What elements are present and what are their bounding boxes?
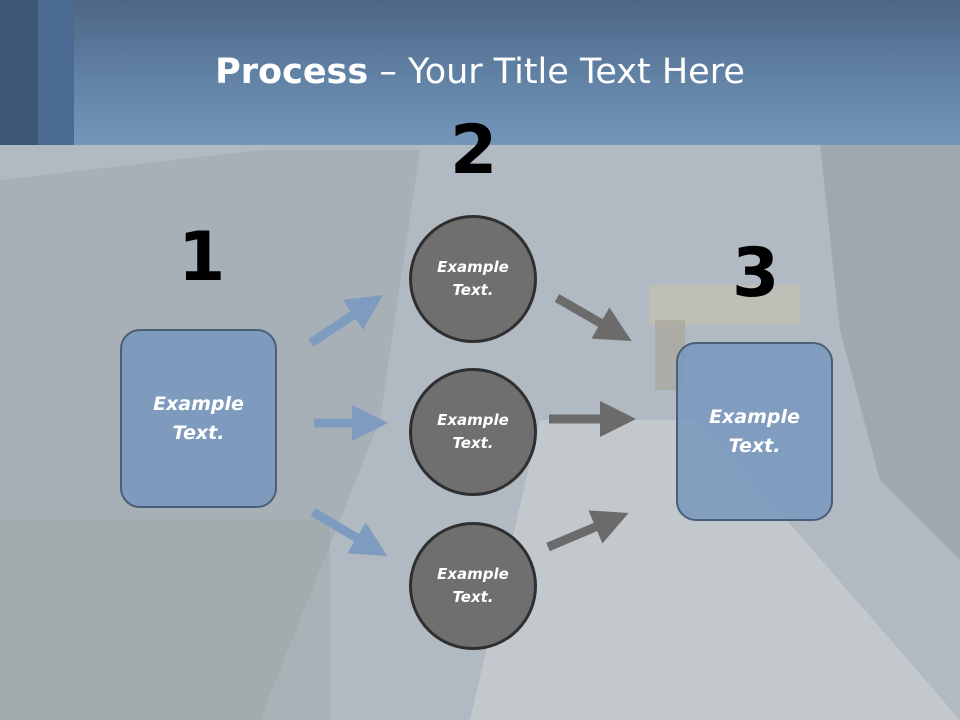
step-number-1: 1 (178, 218, 226, 297)
step-number-2: 2 (450, 111, 498, 190)
circle-label-line1: Example (437, 565, 509, 583)
circle-label-line2: Text. (452, 281, 494, 299)
circle-label-line1: Example (437, 411, 509, 429)
box-label-line2: Text. (172, 421, 225, 444)
slide-title: Process – Your Title Text Here (0, 52, 960, 92)
circle-label-line1: Example (437, 258, 509, 276)
box-label-line1: Example (709, 405, 800, 428)
arrow-up-blue (308, 295, 383, 347)
box-label-line1: Example (153, 392, 244, 415)
arrow-down-gray (554, 294, 632, 341)
header-accent-bar (38, 0, 74, 145)
circle-middle: Example Text. (409, 368, 537, 496)
box-label-line2: Text. (728, 434, 781, 457)
step-box-3: Example Text. (676, 342, 833, 521)
title-rest: – Your Title Text Here (368, 52, 745, 92)
header-accent-bar (0, 0, 38, 145)
step-box-1: Example Text. (120, 329, 277, 508)
circle-bottom: Example Text. (409, 522, 537, 650)
circle-label-line2: Text. (452, 588, 494, 606)
circle-top: Example Text. (409, 215, 537, 343)
arrow-up-gray (546, 510, 629, 552)
circle-label-line2: Text. (452, 434, 494, 452)
header-band (0, 0, 960, 145)
title-bold: Process (215, 52, 369, 92)
step-number-3: 3 (732, 234, 780, 313)
arrow-down-blue (310, 508, 388, 557)
